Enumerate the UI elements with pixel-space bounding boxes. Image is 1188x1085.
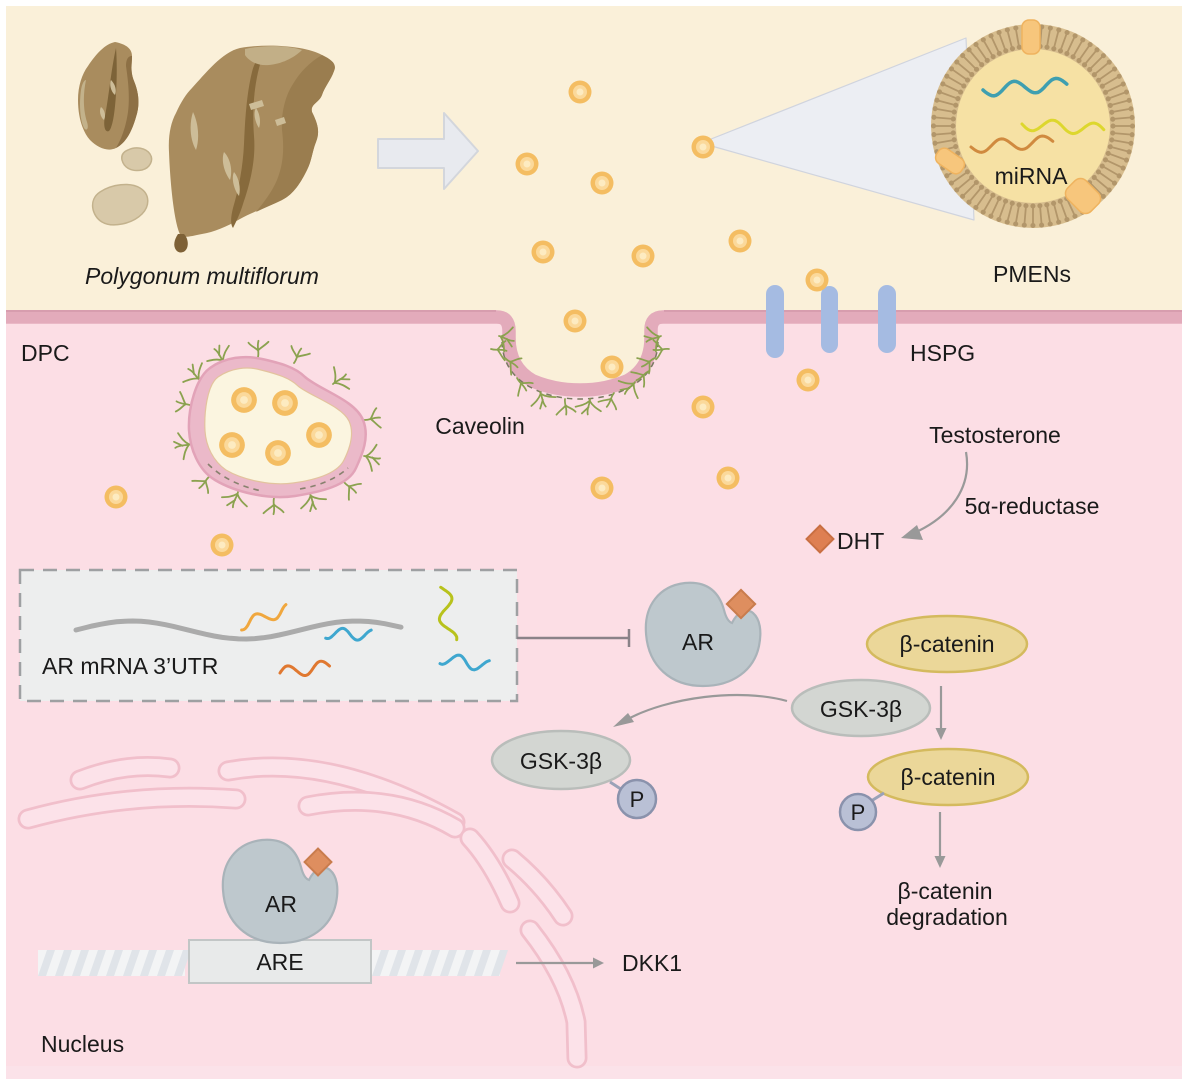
svg-text:DPC: DPC	[21, 340, 70, 366]
svg-text:AR: AR	[682, 629, 714, 655]
svg-text:β-catenin: β-catenin	[900, 764, 995, 790]
svg-text:β-catenin: β-catenin	[897, 878, 992, 904]
svg-text:DKK1: DKK1	[622, 950, 682, 976]
svg-text:GSK-3β: GSK-3β	[520, 748, 602, 774]
svg-text:HSPG: HSPG	[910, 340, 975, 366]
svg-text:Polygonum multiflorum: Polygonum multiflorum	[85, 263, 319, 289]
svg-text:PMENs: PMENs	[993, 261, 1071, 287]
svg-text:5α-reductase: 5α-reductase	[965, 493, 1100, 519]
svg-text:AR mRNA 3’UTR: AR mRNA 3’UTR	[42, 653, 218, 679]
svg-text:Testosterone: Testosterone	[929, 422, 1061, 448]
svg-text:GSK-3β: GSK-3β	[820, 696, 902, 722]
svg-text:AR: AR	[265, 891, 297, 917]
svg-text:P: P	[851, 800, 866, 825]
svg-text:ARE: ARE	[256, 949, 303, 975]
svg-text:miRNA: miRNA	[995, 163, 1068, 189]
svg-text:Caveolin: Caveolin	[435, 413, 525, 439]
svg-text:degradation: degradation	[886, 904, 1008, 930]
svg-text:Nucleus: Nucleus	[41, 1031, 124, 1057]
svg-text:DHT: DHT	[837, 528, 884, 554]
svg-text:P: P	[630, 787, 645, 812]
svg-text:β-catenin: β-catenin	[899, 631, 994, 657]
